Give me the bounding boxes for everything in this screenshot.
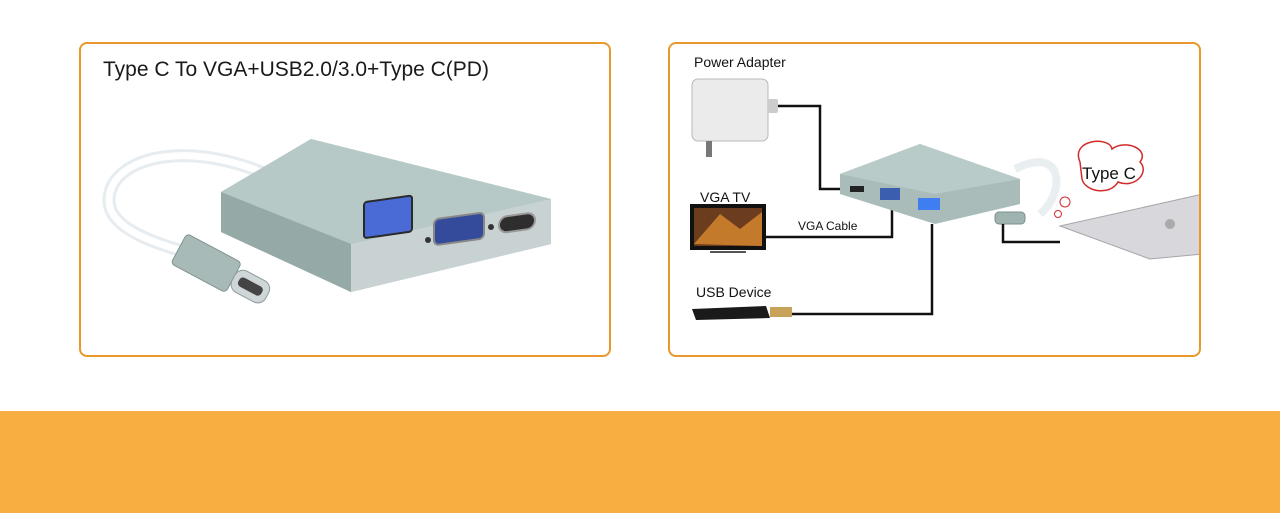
diagram-vga-port (880, 188, 900, 200)
usb-port (363, 194, 413, 239)
diagram-cable (1013, 158, 1061, 218)
usb-line (792, 224, 934, 316)
power-adapter-label: Power Adapter (694, 54, 786, 70)
product-photo-panel: Type C To VGA+USB2.0/3.0+Type C(PD) (79, 42, 611, 357)
tv-icon (690, 204, 766, 253)
footer-band (0, 411, 1280, 513)
power-adapter-icon (691, 78, 845, 191)
diagram-usb-port (918, 198, 940, 210)
diagram-hub (840, 144, 1020, 224)
connection-diagram (690, 78, 1199, 320)
type-c-plug (171, 234, 271, 304)
vga-tv-label: VGA TV (700, 189, 751, 205)
type-c-pd-port (498, 212, 536, 234)
diagram-typec-port (850, 186, 864, 192)
connection-diagram-panel: Power Adapter VGA TV VGA Cable USB Devic… (668, 42, 1201, 357)
vga-port (433, 212, 485, 246)
type-c-label: Type C (1082, 164, 1136, 183)
usb-device-icon (692, 224, 934, 320)
type-c-thought-cloud (1054, 140, 1144, 218)
usb-c-hub-illustration (102, 139, 551, 304)
laptop-icon (1058, 194, 1199, 260)
vga-cable-label: VGA Cable (798, 219, 858, 233)
usb-device-label: USB Device (696, 284, 772, 300)
hub-top-face (221, 139, 551, 244)
product-title: Type C To VGA+USB2.0/3.0+Type C(PD) (103, 58, 489, 81)
